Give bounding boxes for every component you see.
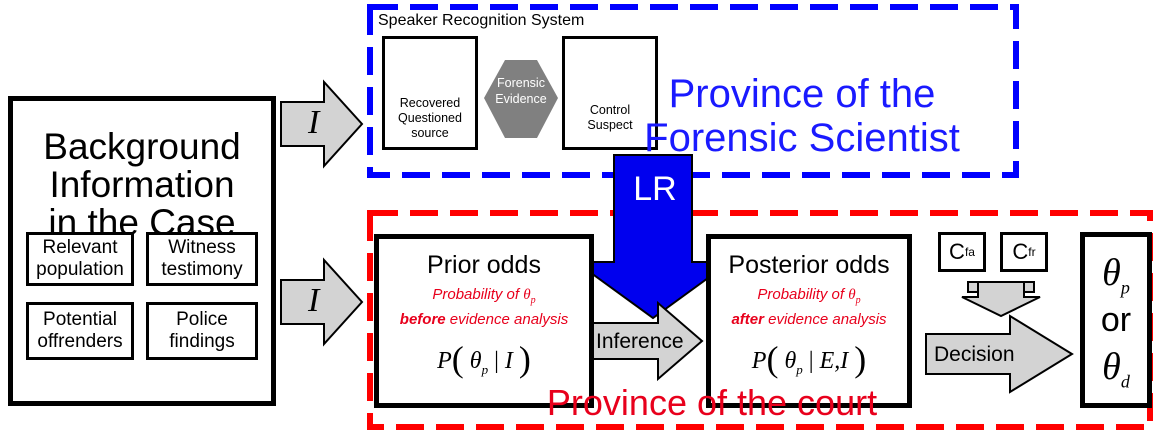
theta-d-sub: d [1120,371,1130,392]
cost-down-arrow-head [961,281,1041,318]
info-symbol-top: I [308,104,320,141]
posterior-odds-formula: P( θp | E,I ) [751,339,867,379]
questioned-caption-line2: Questioned [398,111,462,125]
cost-main: C [949,239,965,264]
decision-arrow [925,314,1074,394]
background-title-line2: Information [49,164,235,205]
decision-outcome-box: θp or θd [1080,232,1152,408]
posterior-sub-text: Probability of [757,286,849,303]
prior-sub-rest: evidence analysis [445,311,569,328]
prior-odds-description: Probability of θp before evidence analys… [399,286,569,328]
speaker-recognition-title: Speaker Recognition System [378,12,585,29]
questioned-caption: Recovered Questioned source [385,96,475,141]
posterior-formula-arg: E,I [819,348,849,374]
theta-d: θd [1102,346,1130,392]
prior-odds-box: Prior odds Probability of θp before evid… [374,234,594,408]
cost-sub: fa [964,245,975,259]
posterior-odds-title: Posterior odds [728,251,890,279]
prior-formula-arg: I [504,348,513,374]
evidence-label-line1: Forensic [497,76,545,90]
cost-sub: fr [1028,245,1036,259]
province-court-title: Province of the court [546,382,878,423]
lr-label: LR [633,170,677,208]
item-label-line1: Relevant [42,237,118,258]
control-suspect-box: Control Suspect [562,36,658,150]
theta-p: θp [1102,252,1130,298]
posterior-sub-emphasis: after [731,311,764,328]
background-title-line1: Background [43,126,241,167]
posterior-odds-box: Posterior odds Probability of θp after e… [706,234,912,408]
item-label-line2: findings [169,331,235,352]
province-scientist-title: Province of the Forensic Scientist [568,72,1036,160]
item-label-line1: Witness [168,237,236,258]
prior-sub-emphasis: before [399,311,446,328]
item-label-line1: Police [176,309,228,330]
questioned-caption-line3: source [411,126,449,140]
posterior-odds-description: Probability of θp after evidence analysi… [731,286,887,328]
scientist-title-line1: Province of the [668,72,936,116]
outcome-or: or [1100,301,1132,339]
info-arrow-top [280,79,364,169]
control-caption-line2: Suspect [587,118,633,132]
prior-odds-title: Prior odds [427,251,541,279]
questioned-source-box: Recovered Questioned source [382,36,478,150]
inference-label: Inference [596,330,684,353]
item-label-line2: testimony [161,259,243,280]
theta-p-sub: p [1120,277,1130,298]
evidence-double-arrow [484,60,558,138]
decision-label: Decision [934,343,1015,366]
item-label-line1: Potential [43,309,117,330]
info-arrow-bottom [280,257,364,347]
item-label-line2: offrenders [37,331,123,352]
inference-arrow [591,300,704,382]
prior-odds-formula: P( θp | I ) [437,339,531,379]
cost-main: C [1012,239,1029,264]
info-symbol-bottom: I [308,282,320,319]
questioned-caption-line1: Recovered [399,96,461,110]
background-info-title: Background Information in the Case [8,128,276,242]
forensic-evidence-label: Forensic Evidence [478,75,564,107]
item-label-line2: population [36,259,124,280]
prior-sub-text: Probability of [432,286,524,303]
scientist-title-line2: Forensic Scientist [644,116,960,160]
control-caption-line1: Control [589,103,631,117]
posterior-sub-rest: evidence analysis [763,311,887,328]
lr-arrow [572,154,734,320]
control-caption: Control Suspect [565,103,655,133]
evidence-label-line2: Evidence [495,92,547,106]
